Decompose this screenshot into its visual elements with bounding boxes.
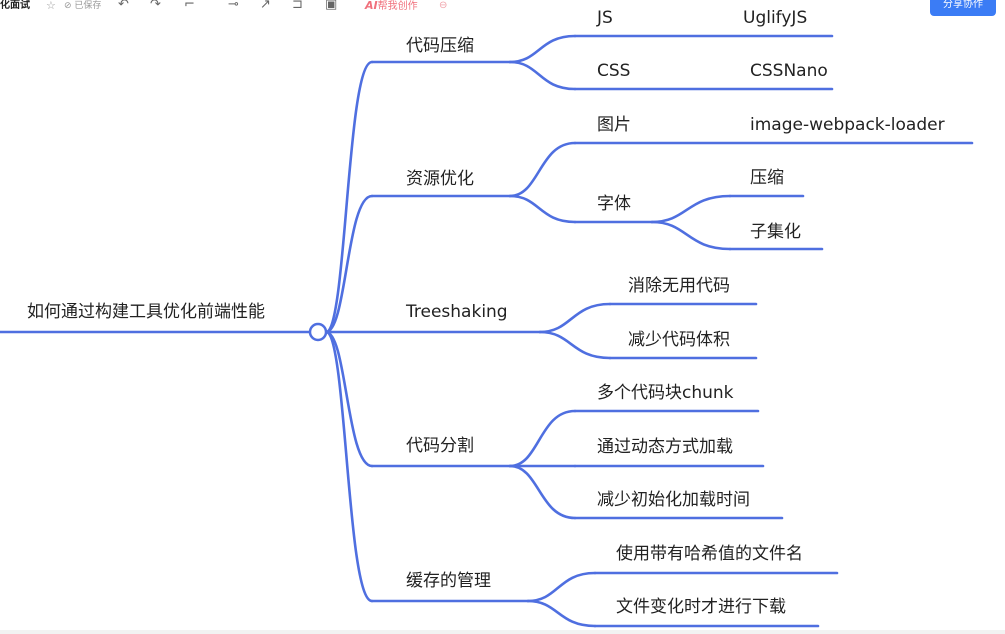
redo-icon[interactable]: ↷ (150, 0, 161, 12)
node-uglifyjs[interactable]: UglifyJS (743, 8, 808, 28)
ai-icon: AI (365, 0, 378, 12)
edge-font (508, 194, 577, 224)
node-remove-dead-code[interactable]: 消除无用代码 (628, 276, 730, 296)
ai-info-icon[interactable]: ⊖ (439, 0, 448, 11)
edge-remove-dead (538, 302, 612, 334)
node-multiple-chunks[interactable]: 多个代码块chunk (597, 383, 734, 403)
edge-code-splitting (324, 330, 374, 468)
undo-icon[interactable]: ↶ (118, 0, 129, 12)
node-image-webpack-loader[interactable]: image-webpack-loader (750, 115, 945, 135)
ai-create-button[interactable]: AI帮我创作 (365, 0, 418, 13)
root-node-handle[interactable] (308, 322, 328, 342)
node-hashed-filename[interactable]: 使用带有哈希值的文件名 (616, 544, 803, 564)
node-compress[interactable]: 压缩 (750, 168, 784, 188)
edge-reduce-size (538, 330, 612, 360)
star-icon[interactable]: ☆ (46, 0, 56, 12)
edge-hash (526, 571, 597, 603)
document-title[interactable]: 化面试 (0, 0, 30, 11)
bottom-bar (0, 630, 1005, 634)
edge-css (508, 60, 577, 91)
edge-chunks (508, 409, 577, 468)
edge-code-compression (324, 60, 374, 334)
summary-icon[interactable]: ⊐ (292, 0, 303, 12)
toolbar: 化面试 ☆ ⊘ 已保存 ↶ ↷ ⌐ ⊸ ↗ ⊐ ▣ AI帮我创作 ⊖ 分享协作 (0, 0, 1005, 18)
ai-create-label: 帮我创作 (377, 1, 418, 12)
node-dynamic-loading[interactable]: 通过动态方式加载 (597, 437, 733, 457)
edge-image (508, 141, 577, 198)
node-reduce-code-size[interactable]: 减少代码体积 (628, 330, 730, 350)
node-font[interactable]: 字体 (597, 194, 631, 214)
branch-resource-optimization[interactable]: 资源优化 (406, 169, 474, 189)
node-css[interactable]: CSS (597, 61, 631, 81)
branch-code-compression[interactable]: 代码压缩 (406, 36, 474, 56)
frame-icon[interactable]: ▣ (325, 0, 338, 12)
edge-compress (650, 194, 732, 224)
edge-init (508, 464, 577, 520)
insert-node-icon[interactable]: ⊸ (228, 0, 239, 12)
edge-download (526, 599, 597, 628)
edge-subset (650, 220, 732, 251)
branch-code-splitting[interactable]: 代码分割 (406, 436, 474, 456)
saved-status: ⊘ 已保存 (64, 1, 102, 11)
node-cssnano[interactable]: CSSNano (750, 61, 828, 81)
node-subset[interactable]: 子集化 (750, 222, 801, 242)
node-reduce-init-load-time[interactable]: 减少初始化加载时间 (597, 490, 750, 510)
edge-resource-optimization (324, 194, 374, 334)
mindmap-connectors (0, 34, 974, 628)
saved-label: 已保存 (74, 1, 102, 11)
branch-treeshaking[interactable]: Treeshaking (406, 302, 508, 322)
share-collaborate-button[interactable]: 分享协作 (930, 0, 996, 16)
node-download-on-change[interactable]: 文件变化时才进行下载 (616, 597, 786, 617)
arrow-icon[interactable]: ↗ (260, 0, 271, 12)
root-node[interactable]: 如何通过构建工具优化前端性能 (27, 302, 265, 322)
node-image[interactable]: 图片 (597, 115, 631, 135)
edge-cache-management (324, 330, 374, 603)
branch-cache-management[interactable]: 缓存的管理 (406, 571, 491, 591)
node-js[interactable]: JS (597, 8, 613, 28)
format-brush-icon[interactable]: ⌐ (184, 0, 195, 12)
edge-js (508, 34, 577, 64)
